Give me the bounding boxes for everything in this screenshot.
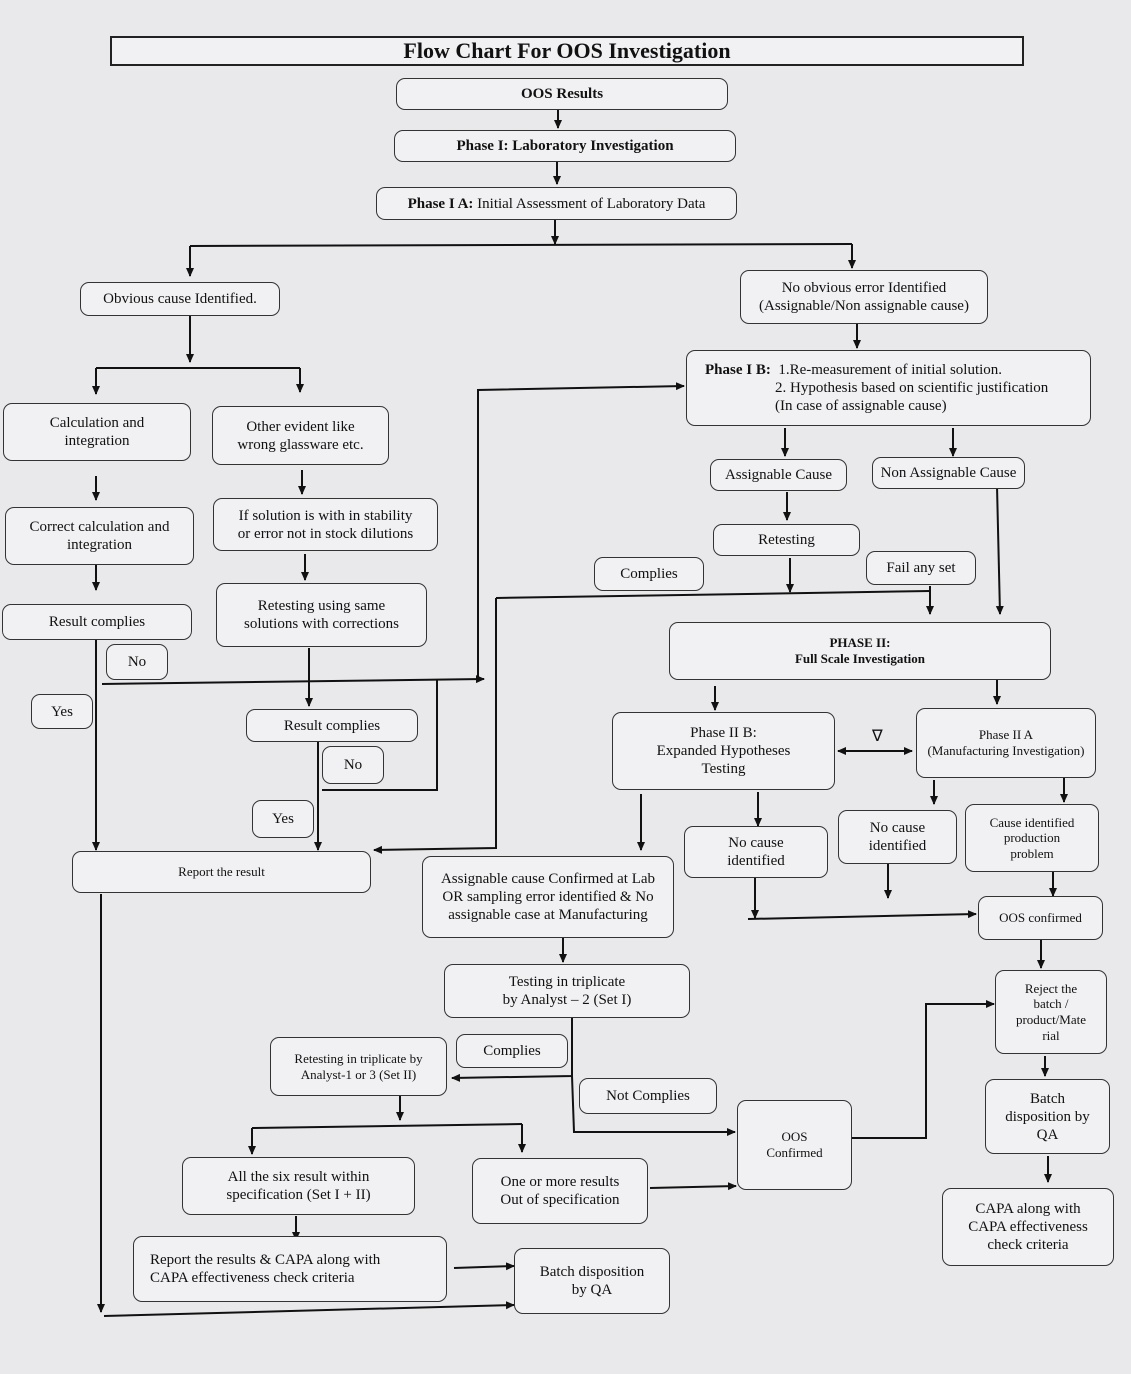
oos-confirmed-box-1: OOS confirmed (978, 896, 1103, 940)
not-complies-label: Not Complies (579, 1078, 717, 1114)
phase2-line1: PHASE II: (829, 635, 891, 651)
stability-box: If solution is with in stability or erro… (213, 498, 438, 551)
phase2-box: PHASE II: Full Scale Investigation (669, 622, 1051, 680)
phase1b-line3: (In case of assignable cause) (775, 398, 947, 414)
no-cause-box-2: No cause identified (838, 810, 957, 864)
other-evident-box: Other evident like wrong glassware etc. (212, 406, 389, 465)
no-obvious-error-box: No obvious error Identified (Assignable/… (740, 270, 988, 324)
result-complies-box-1: Result complies (2, 604, 192, 640)
no-label-2: No (322, 746, 384, 784)
no-label-1: No (106, 644, 168, 680)
fail-any-set-label: Fail any set (866, 551, 976, 585)
page-title: Flow Chart For OOS Investigation (110, 36, 1024, 66)
no-cause-box-1: No cause identified (684, 826, 828, 878)
retesting-triplicate-box: Retesting in triplicate by Analyst-1 or … (270, 1037, 447, 1096)
phase2a-box: Phase II A (Manufacturing Investigation) (916, 708, 1096, 778)
batch-disposition-box-2: Batch disposition by QA (514, 1248, 670, 1314)
phase1a-box: Phase I A: Initial Assessment of Laborat… (376, 187, 737, 220)
complies-label-1: Complies (594, 557, 704, 591)
phase1a-text: Initial Assessment of Laboratory Data (477, 195, 706, 212)
nabla-symbol: ∇ (872, 726, 883, 745)
phase2-line2: Full Scale Investigation (794, 651, 925, 666)
phase1-box: Phase I: Laboratory Investigation (394, 130, 736, 162)
retesting-box: Retesting (713, 524, 860, 556)
oos-confirmed-box-2: OOS Confirmed (737, 1100, 852, 1190)
phase1b-line1: 1.Re-measurement of initial solution. (778, 362, 1003, 378)
yes-label-1: Yes (31, 694, 93, 729)
phase2b-box: Phase II B: Expanded Hypotheses Testing (612, 712, 835, 790)
testing-triplicate-box: Testing in triplicate by Analyst – 2 (Se… (444, 964, 690, 1018)
phase1b-box: Phase I B: 1.Re-measurement of initial s… (686, 350, 1091, 426)
report-result-box: Report the result (72, 851, 371, 893)
correct-calc-box: Correct calculation and integration (5, 507, 194, 565)
assignable-cause-box: Assignable Cause (710, 459, 847, 491)
cause-identified-box: Cause identified production problem (965, 804, 1099, 872)
phase1a-label: Phase I A: (407, 195, 474, 212)
all-six-result-box: All the six result within specification … (182, 1157, 415, 1215)
complies-label-2: Complies (456, 1034, 568, 1068)
one-or-more-box: One or more results Out of specification (472, 1158, 648, 1224)
assignable-confirmed-box: Assignable cause Confirmed at Lab OR sam… (422, 856, 674, 938)
obvious-cause-box: Obvious cause Identified. (80, 282, 280, 316)
phase1b-label: Phase I B: (705, 362, 771, 378)
phase1b-line2: 2. Hypothesis based on scientific justif… (775, 380, 1049, 396)
reject-batch-box: Reject the batch / product/Mate rial (995, 970, 1107, 1054)
calc-integration-box: Calculation and integration (3, 403, 191, 461)
non-assignable-cause-box: Non Assignable Cause (872, 457, 1025, 489)
report-capa-box: Report the results & CAPA along with CAP… (133, 1236, 447, 1302)
yes-label-2: Yes (252, 800, 314, 838)
batch-disposition-box-1: Batch disposition by QA (985, 1079, 1110, 1154)
capa-box: CAPA along with CAPA effectiveness check… (942, 1188, 1114, 1266)
oos-results-box: OOS Results (396, 78, 728, 110)
retesting-same-box: Retesting using same solutions with corr… (216, 583, 427, 647)
result-complies-box-2: Result complies (246, 709, 418, 742)
